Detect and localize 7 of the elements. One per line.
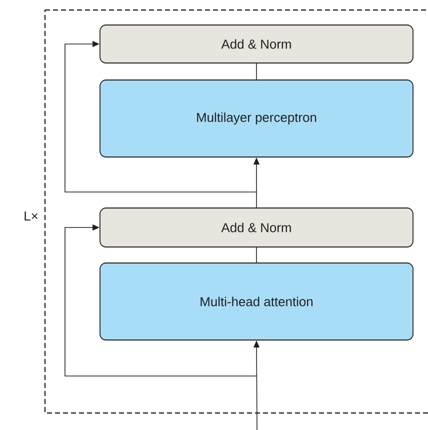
process-box: Multi-head attention [100, 262, 414, 340]
process-box: Multilayer perceptron [100, 80, 414, 158]
arrow [64, 224, 258, 376]
repeat-label: L× [24, 212, 38, 220]
add-norm-box: Add & Norm [100, 208, 414, 248]
arrow [64, 40, 258, 192]
add-norm-box: Add & Norm [100, 24, 414, 64]
